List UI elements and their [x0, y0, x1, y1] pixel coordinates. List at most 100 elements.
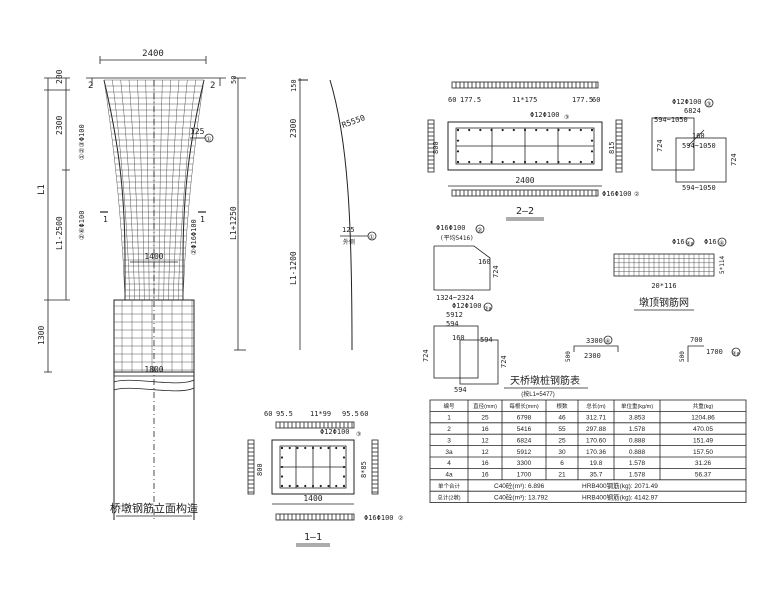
rebar-dot: [342, 484, 346, 488]
rebar-dot: [546, 160, 549, 164]
elev-bar-label-2: ②Φ16Φ100: [190, 219, 198, 255]
s22-bottom-ref: ②: [634, 191, 639, 198]
b3a-dim-594a: 594: [446, 320, 459, 328]
b4-leg: 500: [565, 351, 572, 362]
pier-side-view: 150 50 2300 L1-1200 L1+1250 R5550 125 外侧…: [229, 76, 377, 351]
table-cell: 21: [558, 472, 566, 479]
b3a-dim-724a: 724: [422, 349, 430, 362]
b2-dim-range: 1324~2324: [436, 294, 474, 302]
elev-vbar: [103, 79, 126, 301]
rebar-dot: [590, 128, 594, 132]
rebar-dot: [342, 475, 346, 478]
b3a-ref: ③a: [484, 306, 492, 312]
s11-dim-95-left: 95.5: [276, 410, 293, 418]
side-dim-L1-1200: L1-1200: [289, 251, 298, 285]
rebar-dot: [523, 128, 527, 132]
table-cell: 4: [447, 460, 451, 467]
s22-dim-span: 11*175: [512, 96, 537, 104]
table-cell: 470.05: [693, 426, 713, 433]
elev-vbar: [128, 79, 140, 301]
b4a-top: 700: [690, 336, 703, 344]
table-cell: 12: [481, 449, 489, 456]
elev-vbar: [137, 79, 145, 301]
rebar-dot: [590, 150, 594, 153]
rebar-dot: [468, 160, 471, 164]
table-cell: 1.578: [629, 426, 646, 433]
rebar-dot: [490, 128, 493, 132]
section-2-2: 60 177.5 11*175 177.5 60 Φ12Φ100 ③ 800 8…: [427, 81, 639, 221]
rebar-dot: [557, 128, 560, 132]
table-cell: 25: [481, 415, 489, 422]
rebar-dot: [288, 484, 291, 488]
rebar-dot: [479, 160, 482, 164]
rebar-dot: [579, 128, 582, 132]
rebar-dot: [512, 160, 515, 164]
table-cell: 31.26: [695, 460, 712, 467]
table-cell: 6: [560, 460, 564, 467]
svg-text:2: 2: [210, 81, 215, 91]
rebar-dot: [579, 160, 582, 164]
rebar-dot: [456, 160, 460, 164]
table-footer-steel: HRB400钢筋(kg): 4142.97: [582, 492, 658, 501]
s11-bar-ref: ③: [356, 431, 361, 438]
rebar-dot: [280, 484, 284, 488]
rebar-dot: [479, 128, 482, 132]
s11-bar-note: Φ12Φ100: [320, 428, 350, 436]
rebar-dot: [342, 446, 346, 450]
mesh-side-dim: 5*114: [719, 256, 726, 274]
elev-width-top: 2400: [142, 49, 164, 59]
table-cell: 157.50: [693, 449, 713, 456]
s22-width: 2400: [515, 176, 534, 185]
b3a-len: 5912: [446, 311, 463, 319]
rebar-dot: [456, 150, 460, 153]
table-cell: 1: [447, 415, 451, 422]
bar-band: [427, 119, 435, 173]
table-cell: 170.60: [586, 437, 606, 444]
section-1-1: 60 95.5 11*99 95.5 60 Φ12Φ100 ③ 800 8*85…: [247, 410, 403, 547]
mesh-title: 墩顶钢筋网: [639, 296, 689, 309]
table-footer-concrete: C40砼(m³): 13.792: [494, 492, 548, 501]
rebar-dot: [280, 475, 284, 478]
side-callout-note: 外侧: [343, 238, 355, 246]
bend-detail-4a: 700 1700 ④a 500: [679, 336, 741, 362]
table-cell: 19.8: [590, 460, 603, 467]
pier-top-mesh: Φ16 ④a Φ16 ④ 5*114 20*116 墩顶钢筋网: [613, 237, 727, 311]
table-title: 天桥墩桩钢筋表: [510, 374, 580, 387]
b3-dim-c: 594~1050: [682, 184, 716, 192]
section-mark-left: 1: [103, 215, 108, 224]
side-dim-2300: 2300: [289, 119, 298, 138]
table-cell: 16: [481, 460, 489, 467]
table-cell: 0.888: [629, 437, 646, 444]
b2-sub: (平均5416): [440, 234, 474, 242]
side-dim-150: 150: [290, 79, 298, 92]
b3-dim-a: 594~1050: [654, 116, 688, 124]
elev-bar-label-3: ②⑥Φ100: [78, 211, 86, 240]
s22-dim-60-left: 60: [448, 96, 456, 104]
rebar-dot: [456, 139, 460, 142]
b3a-note: Φ12Φ100: [452, 302, 482, 310]
elev-callout-125: 125: [190, 127, 205, 136]
b3-ref: ③: [706, 101, 711, 108]
b3-note: Φ12Φ100: [672, 98, 702, 106]
bend-detail-3: Φ12Φ100 ③ 6824 594~1050 594~1050 594~105…: [651, 98, 738, 192]
table-footer-label: 单个合计: [438, 482, 461, 490]
b3-dim-724a: 724: [656, 139, 664, 152]
rebar-dot: [501, 128, 504, 132]
table-cell: 151.49: [693, 437, 713, 444]
table-cell: 12: [481, 437, 489, 444]
s22-bar-ref: ③: [564, 114, 569, 121]
mesh-span: 20*116: [651, 282, 676, 290]
elev-vbar: [145, 79, 150, 301]
bend-detail-4: 3300 ④ 2300 500: [565, 335, 619, 362]
mesh-bar-b-ref: ④: [719, 240, 724, 247]
b2-dim-724: 724: [492, 265, 500, 278]
rebar-dot: [535, 128, 538, 132]
s22-label: 2—2: [516, 206, 534, 217]
rebar-dot: [319, 446, 322, 450]
bar-band: [451, 189, 599, 197]
rebar-dot: [490, 160, 493, 164]
table-cell: 56.37: [695, 472, 712, 479]
elev-dim-L1: L1: [37, 184, 47, 195]
elev-vbar: [177, 79, 196, 301]
